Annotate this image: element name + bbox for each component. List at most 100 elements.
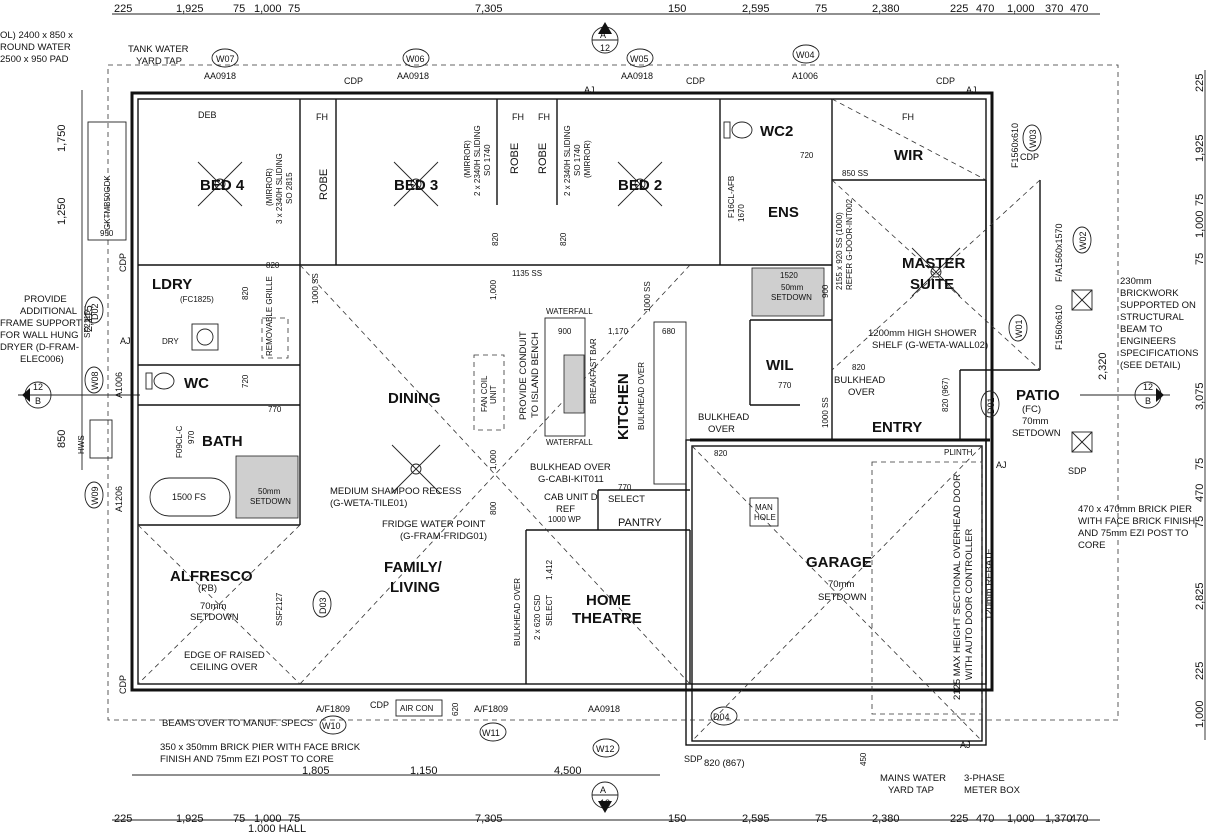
room-alfresco: ALFRESCO	[170, 568, 253, 585]
aj-label: AJ	[120, 336, 131, 346]
island-bench	[544, 317, 586, 437]
cdp-label: CDP	[1020, 152, 1039, 162]
ldry-window: (FC1825)	[180, 295, 214, 304]
window-id: W06	[406, 54, 425, 64]
garage-note: 70mm	[828, 579, 854, 590]
dim-right: 225	[1194, 662, 1206, 680]
dim-bottom: 2,595	[742, 813, 770, 825]
fridge-dim: 1000 WP	[548, 515, 581, 524]
kitchen-bulkhead: BULKHEAD OVER	[637, 362, 646, 430]
dim-right: 225	[1194, 74, 1206, 92]
section-mark-top: A 12	[591, 22, 619, 54]
alfresco-note: (PB)	[198, 583, 217, 594]
fixtures: GKTMB50GDK 950 HWS 1520 50mm SETDOWN 50m…	[77, 121, 868, 519]
window-tag-d01: D01	[980, 390, 1000, 418]
room-theatre: THEATRE	[572, 610, 642, 627]
tank-label: TANK WATER	[128, 44, 189, 55]
section-letter: B	[35, 396, 41, 406]
dim-right: 2,320	[1097, 352, 1109, 380]
dim-right: 3,075	[1194, 382, 1206, 410]
dim-bottom: 7,305	[475, 813, 503, 825]
robe-label: ROBE	[509, 143, 521, 174]
aj-label: AJ	[584, 85, 595, 95]
bench-dim: 680	[662, 327, 676, 336]
dryer-note: FRAME SUPPORT	[0, 318, 82, 329]
interior-walls	[138, 99, 1041, 684]
dryer-note: PROVIDE	[24, 294, 67, 305]
dim-bottom-inner: 1,150	[410, 765, 438, 777]
room-bath: BATH	[202, 433, 243, 450]
patio-note: (FC)	[1022, 404, 1041, 415]
patio-note: 70mm	[1022, 416, 1048, 427]
fh-label: FH	[316, 112, 328, 122]
brickwork-note: 230mm	[1120, 276, 1152, 287]
sliding-note: SO 1740	[483, 144, 492, 176]
dim-left: 2,115	[83, 305, 95, 332]
window-tag-d04: D04	[710, 706, 738, 726]
bath-door: 770	[268, 405, 282, 414]
edge-note: EDGE OF RAISED	[184, 650, 265, 661]
dryer-note: ELEC006)	[20, 354, 64, 365]
island-note: PROVIDE CONDUIT	[518, 331, 529, 420]
aj-label: AJ	[966, 85, 977, 95]
dim-top: 225	[114, 3, 132, 15]
manhole-label: MAN	[755, 503, 773, 512]
man-hole	[749, 497, 779, 527]
wil-door: 770	[778, 381, 792, 390]
dim-right: 1,000	[1194, 700, 1206, 728]
aircon-label: AIR CON	[400, 704, 434, 713]
tank-code: GKTMB50GDK	[103, 175, 112, 230]
room-entry: ENTRY	[872, 419, 922, 436]
dim-bottom: 1,925	[176, 813, 204, 825]
cdp-label: CDP	[936, 76, 955, 86]
sliding-note: 3 x 2340H SLIDING	[275, 153, 284, 224]
room-bed3: BED 3	[394, 177, 438, 194]
room-bed2: BED 2	[618, 177, 662, 194]
left-dimensions: 1,750 1,250 2,115 850	[56, 90, 95, 470]
dim-bottom: 1,000	[254, 813, 282, 825]
cdp-label: CDP	[686, 76, 705, 86]
window-code: AA0918	[204, 71, 236, 81]
room-ens: ENS	[768, 204, 799, 221]
garage-door-note: 2125 MAX HEIGHT SECTIONAL OVERHEAD DOOR	[952, 474, 963, 700]
dim-1000: 1,000	[489, 279, 498, 300]
dim-800: 800	[489, 501, 498, 515]
csd-dim: 1,412	[545, 559, 554, 580]
dim-bottom-inner: 1,805	[302, 765, 330, 777]
dim-top: 75	[288, 3, 300, 15]
dim-bottom: 1,370	[1045, 813, 1073, 825]
fh-label: FH	[902, 112, 914, 122]
window-code: A1006	[792, 71, 818, 81]
section-letter: B	[1145, 396, 1151, 406]
dim-bottom: 225	[950, 813, 968, 825]
dim-bottom: 470	[976, 813, 994, 825]
window-id: W09	[90, 486, 100, 505]
shower-shelf-note: SHELF (G-WETA-WALL02)	[872, 340, 988, 351]
dim-top: 470	[1070, 3, 1088, 15]
shampoo-note: (G-WETA-TILE01)	[330, 498, 407, 509]
tank-width: 950	[100, 229, 114, 238]
section-number: 12	[600, 798, 610, 808]
door-width: 820	[266, 261, 280, 270]
wil-bulkhead: OVER	[708, 424, 735, 435]
top-dimensions: 225 1,925 75 1,000 75 7,305 150 2,595 75…	[112, 3, 1100, 15]
dim-top: 370	[1045, 3, 1063, 15]
pantry-door: 770	[618, 483, 632, 492]
fh-label: FH	[512, 112, 524, 122]
room-garage: GARAGE	[806, 554, 872, 571]
room-wc2: WC2	[760, 123, 793, 140]
fan-icon	[911, 247, 961, 297]
window-id: D04	[713, 712, 730, 722]
toilet-icon	[723, 121, 753, 139]
bath-window: F09CL-C	[175, 425, 184, 458]
dim-bottom-inner: 1,000 HALL	[248, 823, 306, 832]
shower-setdown: 50mm	[781, 283, 804, 292]
window-code: F1560x610	[1010, 123, 1020, 168]
island-note: TO ISLAND BENCH	[530, 332, 541, 418]
fan-coil: FAN COIL	[480, 375, 489, 412]
wc-door: 720	[241, 374, 250, 388]
dim-top: 2,380	[872, 3, 900, 15]
beams-note: BEAMS OVER TO MANUF. SPECS	[162, 718, 313, 729]
